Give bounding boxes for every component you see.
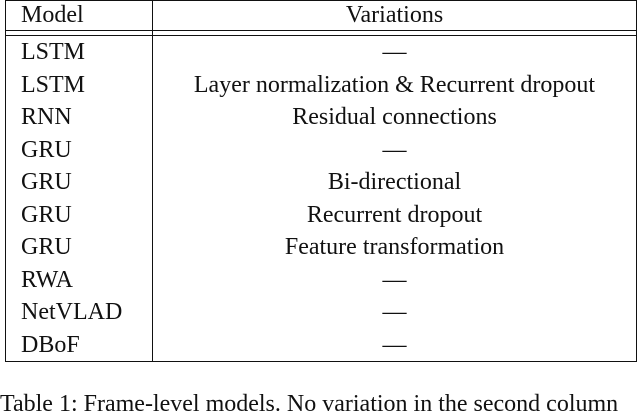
model-cell: NetVLAD [5, 296, 153, 329]
table-row: LSTM — [5, 35, 637, 69]
table-header-row: Model Variations [5, 0, 637, 31]
model-cell: GRU [5, 133, 153, 166]
model-cell: GRU [5, 198, 153, 231]
variation-cell: — [152, 296, 637, 329]
model-cell: RWA [5, 263, 153, 296]
model-cell: GRU [5, 166, 153, 199]
variation-cell: — [152, 133, 637, 166]
table-caption: Table 1: Frame-level models. No variatio… [0, 391, 619, 417]
results-table-container: Model Variations LSTM — LSTM Layer norma… [5, 0, 637, 362]
model-cell: DBoF [5, 328, 153, 362]
table-row: NetVLAD — [5, 296, 637, 329]
table-row: DBoF — [5, 328, 637, 362]
header-gap-row [5, 30, 637, 36]
frame-level-models-table: Model Variations LSTM — LSTM Layer norma… [5, 0, 637, 362]
table-row: GRU Bi-directional [5, 166, 637, 199]
variation-cell: Feature transformation [152, 231, 637, 264]
header-variations: Variations [152, 0, 637, 31]
variation-cell: Layer normalization & Recurrent dropout [152, 68, 637, 101]
table-row: RNN Residual connections [5, 101, 637, 134]
variation-cell: — [152, 328, 637, 362]
table-row: RWA — [5, 263, 637, 296]
variation-cell: Residual connections [152, 101, 637, 134]
variation-cell: Recurrent dropout [152, 198, 637, 231]
header-model: Model [5, 0, 153, 31]
table-row: GRU Feature transformation [5, 231, 637, 264]
table-row: GRU — [5, 133, 637, 166]
variation-cell: — [152, 263, 637, 296]
model-cell: RNN [5, 101, 153, 134]
model-cell: LSTM [5, 35, 153, 69]
table-row: GRU Recurrent dropout [5, 198, 637, 231]
table-row: LSTM Layer normalization & Recurrent dro… [5, 68, 637, 101]
variation-cell: — [152, 35, 637, 69]
gap-cell [152, 30, 637, 36]
variation-cell: Bi-directional [152, 166, 637, 199]
model-cell: GRU [5, 231, 153, 264]
model-cell: LSTM [5, 68, 153, 101]
